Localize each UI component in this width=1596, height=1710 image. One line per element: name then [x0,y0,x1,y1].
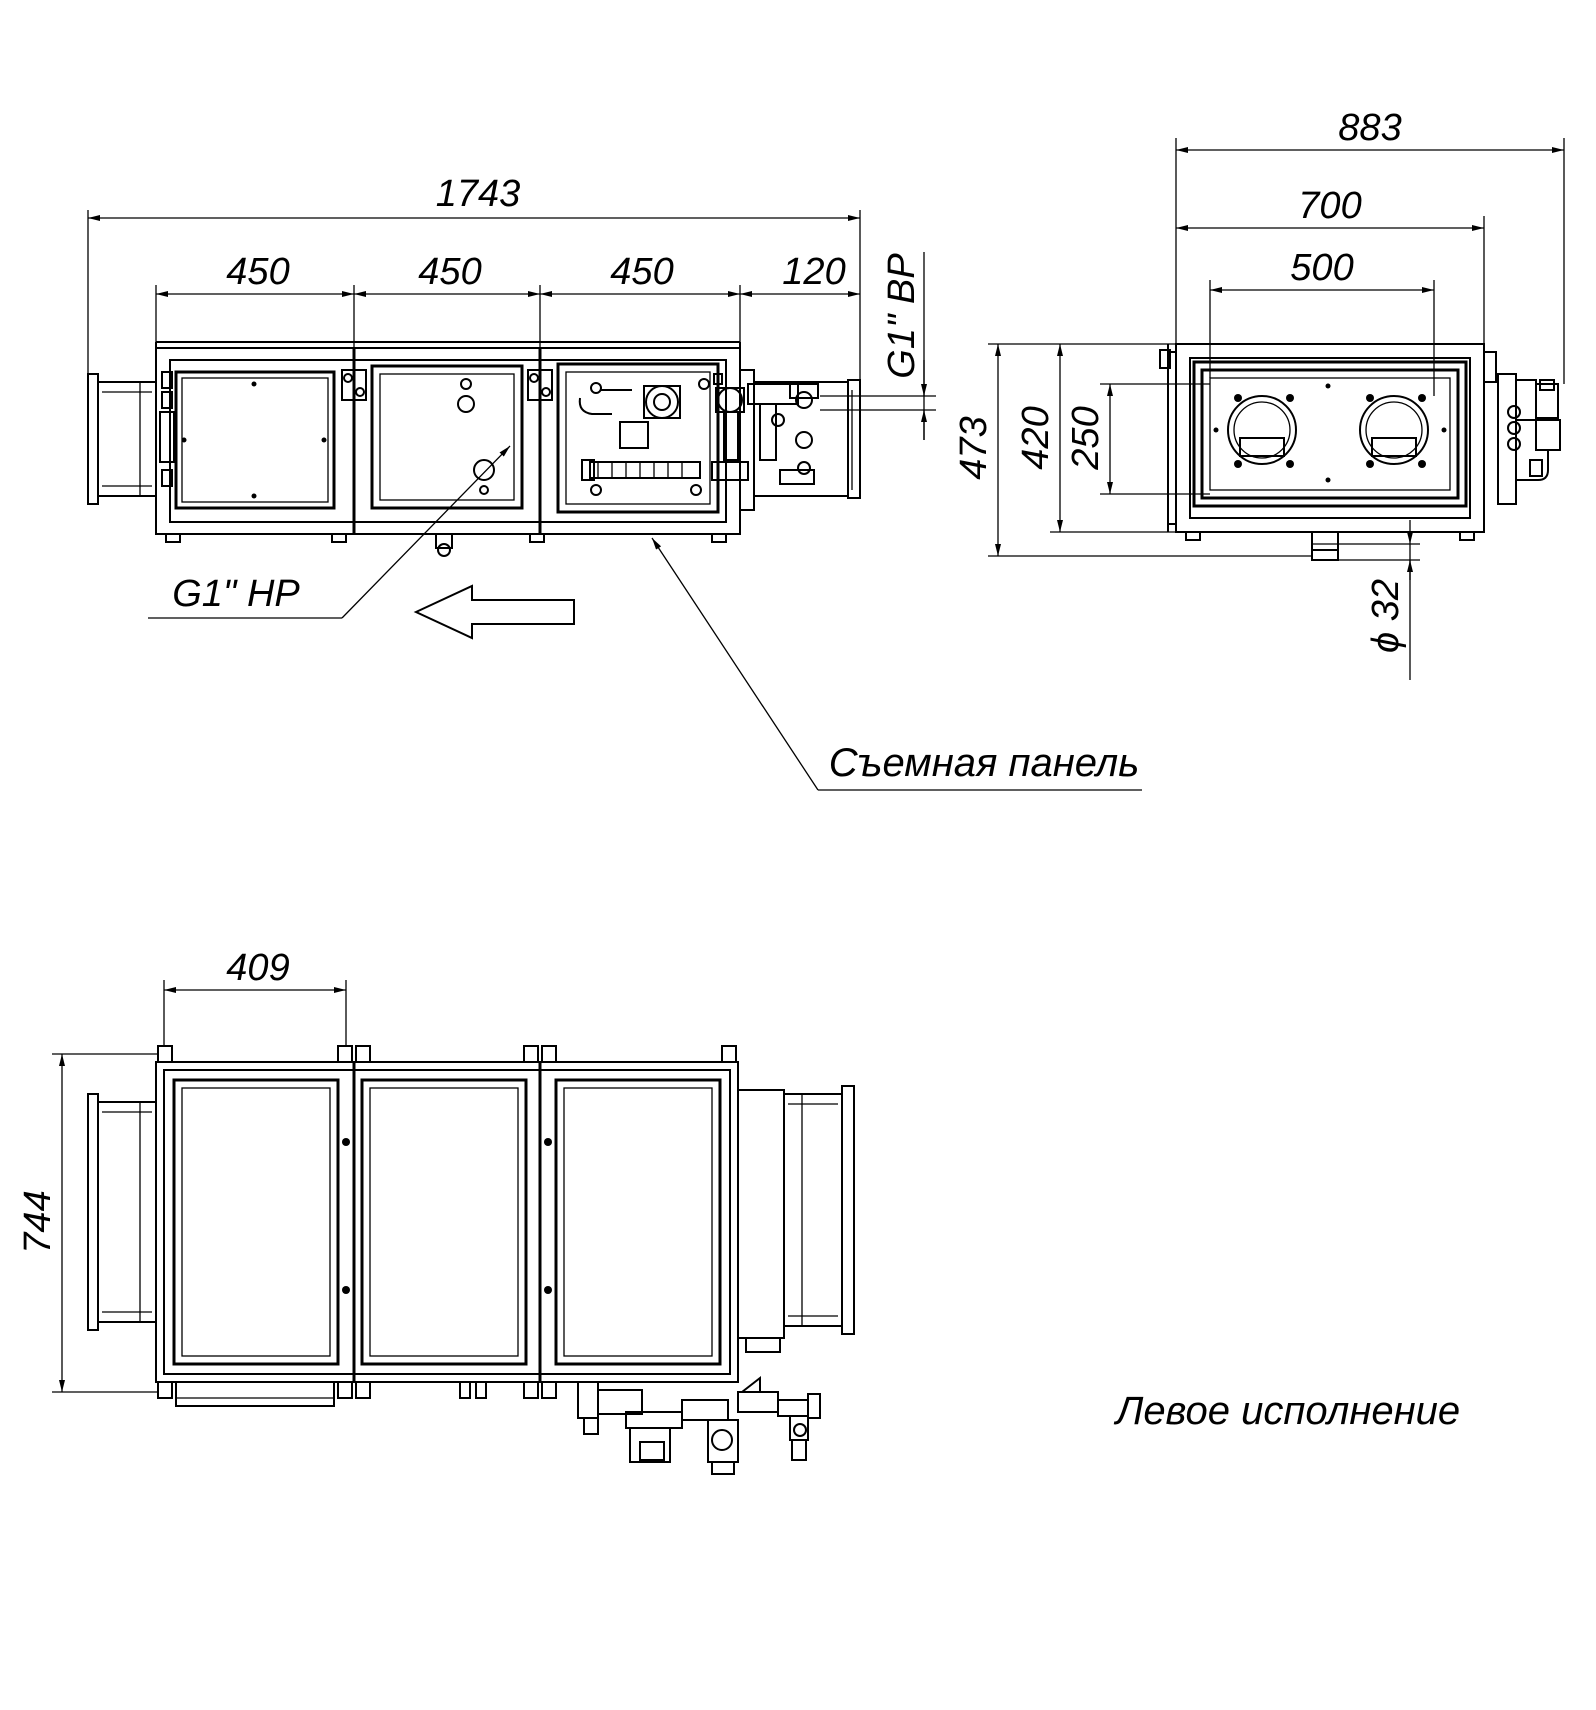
dim-section-3: 450 [610,251,673,293]
dim-height-body: 420 [1015,406,1057,469]
front-dimensions [87,210,1142,791]
dim-depth: 744 [17,1190,59,1253]
label-variant: Левое исполнение [1113,1389,1460,1433]
label-removable-panel: Съемная панель [829,741,1139,785]
dim-width-body: 700 [1298,185,1361,227]
dim-section-1: 450 [226,251,289,293]
dim-width-inner: 500 [1290,247,1353,289]
dim-section-width: 409 [226,947,289,989]
dim-section-4: 120 [782,251,845,293]
side-view: 883 700 500 473 420 250 ϕ 32 [953,107,1565,680]
front-valve-assembly [578,373,819,496]
top-view: 409 744 Левое исполнение [17,947,1460,1475]
dim-height-inner: 250 [1065,406,1107,470]
label-outlet-connection: G1" ВР [881,253,923,379]
airflow-arrow-icon [413,584,575,640]
dim-section-2: 450 [418,251,481,293]
front-view: 1743 450 450 450 120 G1" ВР G1" НР Съемн… [87,173,1142,791]
top-dimensions [52,980,347,1393]
dim-drain-diameter: ϕ 32 [1365,579,1407,653]
dim-width-total: 883 [1338,107,1401,149]
top-valve-assembly [577,1375,821,1475]
label-inlet-connection: G1" НР [172,573,300,615]
dim-overall-length: 1743 [436,173,521,215]
front-body [155,341,861,557]
side-dimensions [988,138,1565,680]
front-left-duct [87,373,157,505]
dim-height-total: 473 [953,416,995,479]
